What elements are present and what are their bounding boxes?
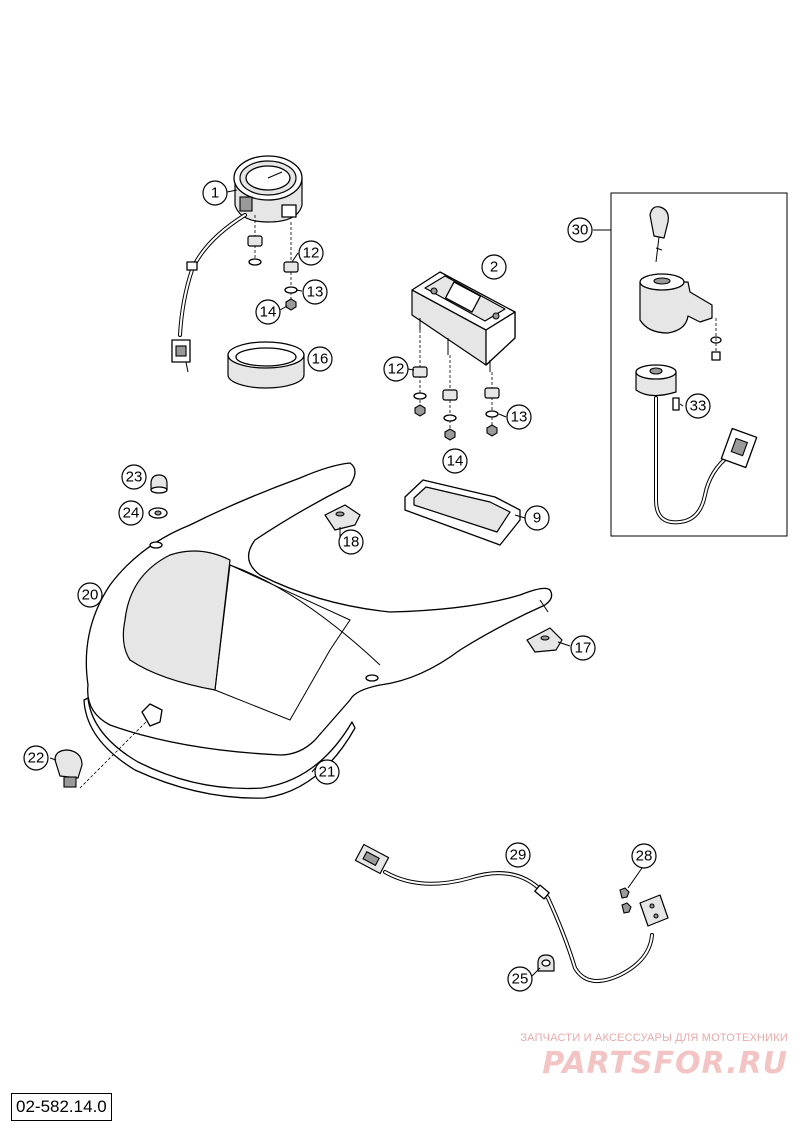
svg-text:28: 28 xyxy=(636,848,653,865)
svg-text:30: 30 xyxy=(572,222,589,239)
svg-text:13: 13 xyxy=(511,409,528,426)
callout-12-tacho: 12 xyxy=(298,240,324,266)
svg-text:17: 17 xyxy=(575,640,592,657)
rubber-buffer-18 xyxy=(324,504,361,531)
callout-2: 2 xyxy=(481,254,507,280)
clip xyxy=(537,954,555,972)
watermark-logo: PARTSFOR.RU xyxy=(542,1046,788,1081)
svg-text:14: 14 xyxy=(447,453,464,470)
svg-text:18: 18 xyxy=(343,534,360,551)
watermark-caption: ЗАПЧАСТИ И АКСЕССУАРЫ ДЛЯ МОТОТЕХНИКИ xyxy=(520,1032,788,1044)
callout-24: 24 xyxy=(118,500,144,526)
svg-text:20: 20 xyxy=(82,587,99,604)
svg-text:22: 22 xyxy=(28,750,45,767)
svg-text:33: 33 xyxy=(690,398,707,415)
svg-text:13: 13 xyxy=(307,284,324,301)
callout-14-tacho: 14 xyxy=(255,299,281,325)
cap-nut xyxy=(150,474,168,494)
callout-29: 29 xyxy=(505,842,531,868)
speedometer-fasteners xyxy=(412,330,500,441)
callout-25: 25 xyxy=(507,966,533,992)
watermark: ЗАПЧАСТИ И АКСЕССУАРЫ ДЛЯ МОТОТЕХНИКИ PA… xyxy=(520,1032,788,1081)
washer xyxy=(148,507,168,519)
edge-trim xyxy=(83,697,356,799)
svg-text:23: 23 xyxy=(126,469,143,486)
callout-20: 20 xyxy=(77,582,103,608)
plug xyxy=(54,703,163,789)
callout-33: 33 xyxy=(685,393,711,419)
svg-text:12: 12 xyxy=(388,361,405,378)
svg-text:25: 25 xyxy=(512,971,529,988)
callout-21: 21 xyxy=(314,759,340,785)
sensor-cable xyxy=(354,843,669,984)
callout-23: 23 xyxy=(121,464,147,490)
screw xyxy=(619,887,632,914)
rubber-ring xyxy=(227,341,305,389)
tachometer-fasteners xyxy=(247,215,299,311)
ignition-lock-set xyxy=(593,192,788,537)
svg-text:24: 24 xyxy=(123,505,140,522)
callout-17: 17 xyxy=(570,635,596,661)
svg-text:16: 16 xyxy=(312,351,329,368)
callout-18: 18 xyxy=(338,529,364,555)
callout-13-speedo: 13 xyxy=(506,404,532,430)
rubber-frame xyxy=(404,479,521,546)
callout-1: 1 xyxy=(202,180,228,206)
svg-text:29: 29 xyxy=(510,847,527,864)
svg-text:9: 9 xyxy=(533,510,541,527)
callout-12-speedo: 12 xyxy=(383,356,409,382)
digital-speedometer xyxy=(411,271,516,372)
callout-13-tacho: 13 xyxy=(302,279,328,305)
callout-22: 22 xyxy=(23,745,49,771)
headlight-mask xyxy=(85,462,553,756)
callout-16: 16 xyxy=(307,346,333,372)
svg-text:1: 1 xyxy=(211,185,219,202)
callout-28: 28 xyxy=(631,843,657,869)
drawing-code: 02-582.14.0 xyxy=(11,1093,112,1121)
svg-text:21: 21 xyxy=(319,764,336,781)
svg-text:2: 2 xyxy=(490,259,498,276)
tachometer xyxy=(171,155,303,373)
svg-text:12: 12 xyxy=(303,245,320,262)
rubber-buffer-17 xyxy=(526,627,563,653)
callout-9: 9 xyxy=(524,505,550,531)
callout-30: 30 xyxy=(567,217,593,243)
svg-text:14: 14 xyxy=(260,304,277,321)
callout-14-speedo: 14 xyxy=(442,448,468,474)
